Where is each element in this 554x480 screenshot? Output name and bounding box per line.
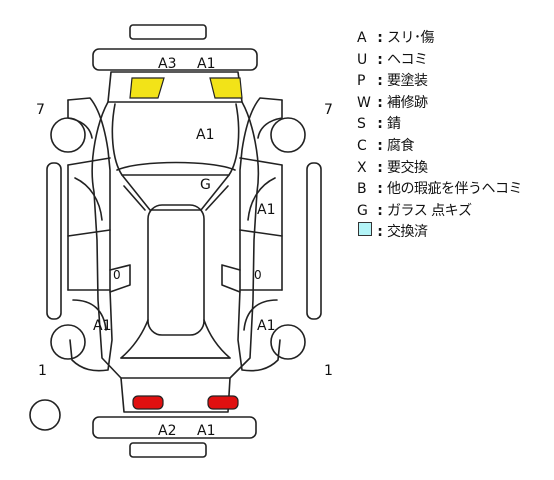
rear-lower-bumper — [120, 377, 231, 413]
legend-separator: : — [377, 94, 383, 111]
legend-code: X — [357, 159, 367, 176]
body-outline — [91, 101, 260, 379]
left-side-body — [67, 97, 113, 372]
label-left-rear-door: A1 — [93, 318, 111, 334]
spare-tire — [29, 399, 61, 431]
label-left-rear-count: 1 — [38, 363, 47, 379]
legend-separator: : — [377, 51, 383, 68]
label-right-rear-door: A1 — [257, 318, 275, 334]
right-front-wheel — [270, 117, 306, 153]
hood-panel — [111, 103, 240, 176]
roof — [147, 204, 205, 336]
legend-swap-cell — [357, 222, 373, 244]
front-number-plate — [129, 24, 207, 40]
front-right-yellow-marker — [209, 77, 243, 99]
legend-row: B:他の瑕疵を伴うヘコミ — [357, 179, 552, 201]
legend-code: W — [357, 94, 371, 111]
right-side-skirt — [306, 162, 322, 320]
label-left-mirror: 0 — [113, 268, 121, 282]
legend-code: P — [357, 73, 366, 90]
left-front-door — [67, 157, 111, 166]
legend-text: 要交換 — [387, 159, 428, 176]
legend-text: 補修跡 — [387, 94, 428, 111]
swap-swatch — [358, 222, 372, 237]
left-side-skirt — [46, 162, 62, 320]
right-rear-wheel — [270, 324, 306, 360]
label-front-bumper-right: A1 — [197, 56, 215, 72]
windshield — [121, 174, 230, 211]
legend-text: 他の瑕疵を伴うヘコミ — [387, 181, 523, 198]
legend-separator: : — [377, 137, 383, 154]
legend-code: C — [357, 137, 367, 154]
right-mirror — [221, 264, 241, 293]
legend-text: スリ･傷 — [387, 30, 435, 46]
legend-separator: : — [377, 159, 383, 176]
rear-number-plate — [129, 442, 207, 458]
rear-window — [120, 319, 231, 359]
label-hood: A1 — [196, 127, 214, 143]
front-bumper — [92, 48, 258, 71]
legend-text: ヘコミ — [387, 51, 428, 68]
label-right-front-count: 7 — [324, 102, 333, 118]
legend-text: 錆 — [387, 116, 401, 133]
left-mirror — [109, 264, 131, 293]
legend-code: U — [357, 51, 368, 68]
left-rear-wheel — [50, 324, 86, 360]
legend-separator: : — [377, 224, 383, 241]
label-right-rear-count: 1 — [324, 363, 333, 379]
legend-row: U:ヘコミ — [357, 50, 552, 72]
label-left-front-count: 7 — [36, 102, 45, 118]
legend-code: B — [357, 181, 367, 198]
windshield-inner — [116, 161, 236, 171]
right-front-fender — [257, 99, 283, 139]
label-right-mirror: 0 — [254, 268, 262, 282]
label-windshield: G — [200, 177, 211, 193]
damage-legend: A:スリ･傷 U:ヘコミ P:要塗装 W:補修跡 S:錆 C:腐食 X:要交換 … — [357, 28, 552, 244]
rear-left-red-marker — [132, 395, 164, 410]
legend-code: A — [357, 30, 367, 46]
legend-separator: : — [377, 202, 383, 219]
legend-text: 腐食 — [387, 137, 415, 154]
legend-separator: : — [377, 116, 383, 133]
legend-row: S:錆 — [357, 114, 552, 136]
front-left-yellow-marker — [129, 77, 165, 99]
legend-row: G:ガラス 点キズ — [357, 201, 552, 223]
legend-row: A:スリ･傷 — [357, 28, 552, 50]
legend-separator: : — [377, 181, 383, 198]
right-front-door — [239, 157, 283, 166]
right-door-lines — [239, 229, 283, 291]
label-rear-bumper-right: A1 — [197, 423, 215, 439]
rear-right-red-marker — [207, 395, 239, 410]
rear-bumper — [92, 416, 257, 439]
legend-code: G — [357, 202, 368, 219]
legend-text: 交換済 — [387, 224, 428, 241]
legend-row-swap: :交換済 — [357, 222, 552, 244]
legend-text: 要塗装 — [387, 73, 428, 90]
legend-row: C:腐食 — [357, 136, 552, 158]
legend-row: X:要交換 — [357, 158, 552, 180]
label-right-front-door: A1 — [257, 202, 275, 218]
legend-separator: : — [377, 73, 383, 90]
right-side-body — [237, 97, 283, 372]
left-door-lines — [67, 229, 111, 291]
label-front-bumper-left: A3 — [158, 56, 176, 72]
legend-row: W:補修跡 — [357, 93, 552, 115]
legend-separator: : — [377, 30, 383, 46]
label-rear-bumper-left: A2 — [158, 423, 176, 439]
legend-text: ガラス 点キズ — [387, 202, 472, 219]
left-front-wheel — [50, 117, 86, 153]
legend-code: S — [357, 116, 366, 133]
legend-row: P:要塗装 — [357, 71, 552, 93]
